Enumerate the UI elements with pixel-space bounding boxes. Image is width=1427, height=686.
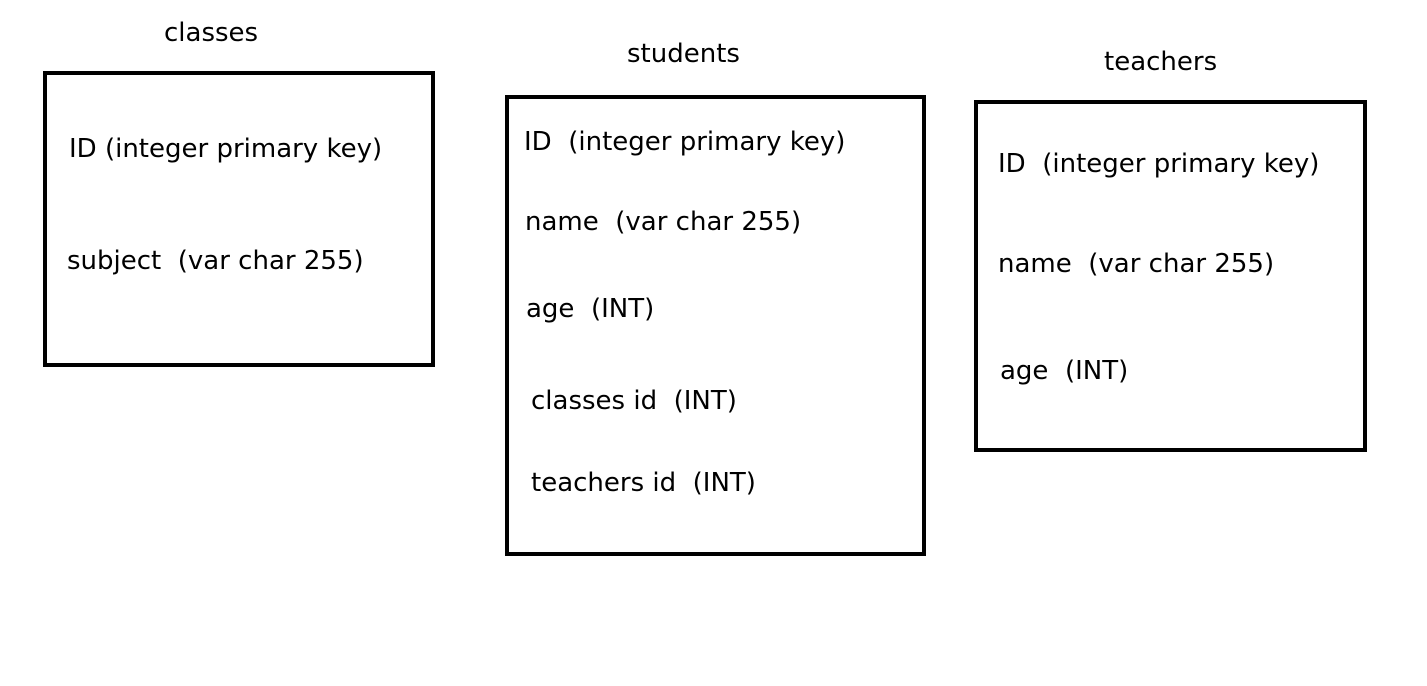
field-teachers-id: ID (integer primary key) — [998, 149, 1320, 179]
table-box-classes: ID (integer primary key) subject (var ch… — [43, 71, 435, 367]
field-students-classes-id: classes id (INT) — [531, 386, 737, 416]
table-title-classes: classes — [164, 18, 259, 48]
table-title-teachers: teachers — [1104, 47, 1218, 77]
field-teachers-age: age (INT) — [1000, 356, 1129, 386]
field-students-age: age (INT) — [526, 294, 655, 324]
field-classes-id: ID (integer primary key) — [69, 134, 383, 164]
field-students-teachers-id: teachers id (INT) — [531, 468, 756, 498]
field-students-id: ID (integer primary key) — [524, 127, 846, 157]
field-students-name: name (var char 255) — [525, 207, 802, 237]
table-title-students: students — [627, 39, 740, 69]
table-box-teachers: ID (integer primary key) name (var char … — [974, 100, 1367, 452]
field-classes-subject: subject (var char 255) — [67, 246, 364, 276]
field-teachers-name: name (var char 255) — [998, 249, 1275, 279]
table-box-students: ID (integer primary key) name (var char … — [505, 95, 926, 556]
